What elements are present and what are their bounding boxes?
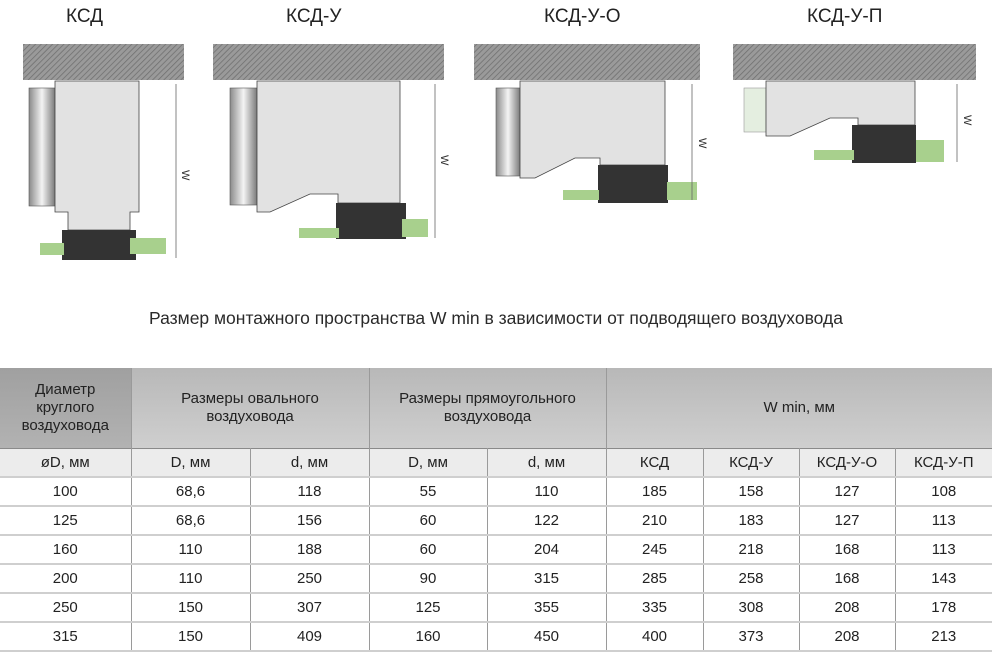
table-cell: 250 xyxy=(0,592,132,622)
diagram-ksd-u: W xyxy=(213,44,450,239)
subheader-cell: D, мм xyxy=(131,448,251,477)
table-cell: 285 xyxy=(606,563,704,593)
diagram-title-ksd: КСД xyxy=(66,6,104,27)
diagram-ksd-u-p: W xyxy=(733,44,976,163)
table-cell: 110 xyxy=(131,534,251,564)
table-cell: 373 xyxy=(703,621,800,652)
table-cell: 250 xyxy=(250,563,370,593)
svg-text:W: W xyxy=(696,138,708,149)
table-cell: 183 xyxy=(703,505,800,535)
table-cell: 204 xyxy=(487,534,607,564)
table-cell: 208 xyxy=(799,592,896,622)
table-cell: 315 xyxy=(0,621,132,652)
table-cell: 150 xyxy=(131,621,251,652)
table-cell: 307 xyxy=(250,592,370,622)
diagram-title-ksd-u-p: КСД-У-П xyxy=(807,6,883,27)
table-subheader-row: øD, мм D, мм d, мм D, мм d, мм КСД КСД-У… xyxy=(0,448,992,477)
table-cell: 125 xyxy=(0,505,132,535)
installation-diagrams: W W W W xyxy=(23,44,976,260)
table-cell: 113 xyxy=(895,534,992,564)
table-cell: 200 xyxy=(0,563,132,593)
table-cell: 208 xyxy=(799,621,896,652)
table-cell: 160 xyxy=(0,534,132,564)
diagram-ksd: W xyxy=(23,44,191,260)
table-cell: 213 xyxy=(895,621,992,652)
table-cell: 160 xyxy=(369,621,488,652)
subheader-cell: øD, мм xyxy=(0,448,132,477)
table-cell: 60 xyxy=(369,534,488,564)
table-header-row: Диаметр круглого воздуховода Размеры ова… xyxy=(0,368,992,449)
table-cell: 400 xyxy=(606,621,704,652)
header-rect-duct: Размеры прямоугольного воздуховода xyxy=(369,368,607,449)
table-cell: 168 xyxy=(799,563,896,593)
table-caption: Размер монтажного пространства W min в з… xyxy=(149,308,843,328)
table-cell: 185 xyxy=(606,476,704,506)
diagram-title-ksd-u: КСД-У xyxy=(286,6,342,27)
table-cell: 150 xyxy=(131,592,251,622)
table-cell: 156 xyxy=(250,505,370,535)
table-cell: 158 xyxy=(703,476,800,506)
table-cell: 113 xyxy=(895,505,992,535)
subheader-cell: d, мм xyxy=(487,448,607,477)
table-cell: 60 xyxy=(369,505,488,535)
header-round-duct: Диаметр круглого воздуховода xyxy=(0,368,132,449)
subheader-cell: КСД-У-П xyxy=(895,448,992,477)
table-cell: 315 xyxy=(487,563,607,593)
subheader-cell: КСД-У xyxy=(703,448,800,477)
table-cell: 100 xyxy=(0,476,132,506)
svg-text:W: W xyxy=(438,155,450,166)
table-cell: 210 xyxy=(606,505,704,535)
table-cell: 335 xyxy=(606,592,704,622)
table-cell: 168 xyxy=(799,534,896,564)
svg-text:W: W xyxy=(961,115,973,126)
table-cell: 122 xyxy=(487,505,607,535)
table-cell: 355 xyxy=(487,592,607,622)
table-cell: 178 xyxy=(895,592,992,622)
header-oval-duct: Размеры овального воздуховода xyxy=(131,368,370,449)
subheader-cell: d, мм xyxy=(250,448,370,477)
table-cell: 55 xyxy=(369,476,488,506)
table-cell: 218 xyxy=(703,534,800,564)
table-cell: 90 xyxy=(369,563,488,593)
table-cell: 110 xyxy=(487,476,607,506)
subheader-cell: КСД-У-О xyxy=(799,448,896,477)
table-cell: 450 xyxy=(487,621,607,652)
table-cell: 409 xyxy=(250,621,370,652)
table-cell: 127 xyxy=(799,476,896,506)
diagram-title-ksd-u-o: КСД-У-О xyxy=(544,6,621,27)
table-cell: 110 xyxy=(131,563,251,593)
table-cell: 68,6 xyxy=(131,505,251,535)
table-cell: 308 xyxy=(703,592,800,622)
table-cell: 127 xyxy=(799,505,896,535)
table-cell: 143 xyxy=(895,563,992,593)
table-cell: 245 xyxy=(606,534,704,564)
table-cell: 108 xyxy=(895,476,992,506)
table-cell: 188 xyxy=(250,534,370,564)
table-cell: 258 xyxy=(703,563,800,593)
table-cell: 125 xyxy=(369,592,488,622)
table-cell: 118 xyxy=(250,476,370,506)
w-min-table: Диаметр круглого воздуховода Размеры ова… xyxy=(0,368,992,652)
table-cell: 68,6 xyxy=(131,476,251,506)
diagram-ksd-u-o: W xyxy=(474,44,708,203)
subheader-cell: D, мм xyxy=(369,448,488,477)
header-w-min: W min, мм xyxy=(606,368,992,449)
dimension-w-label: W xyxy=(179,170,191,181)
subheader-cell: КСД xyxy=(606,448,704,477)
